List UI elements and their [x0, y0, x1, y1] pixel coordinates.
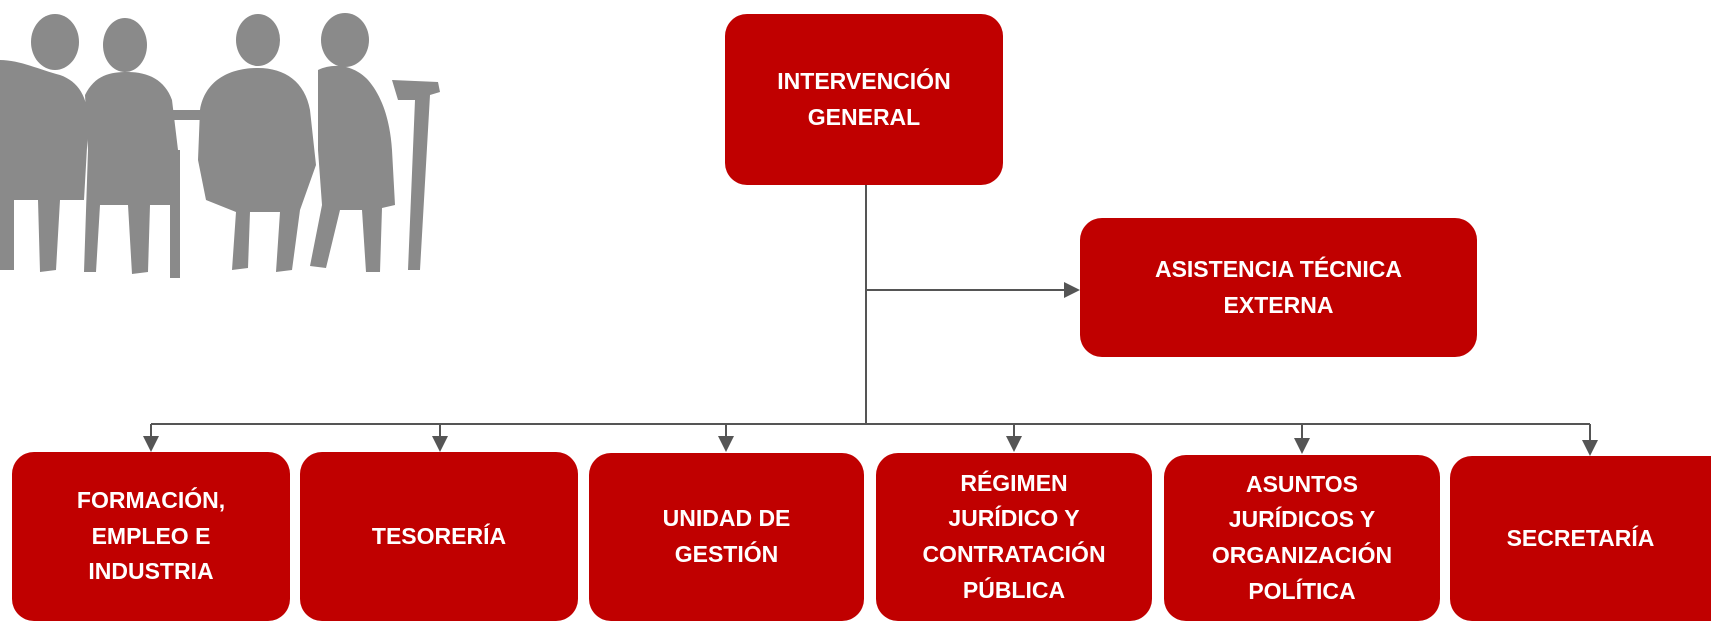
- node-tesoreria: TESORERÍA: [300, 452, 578, 621]
- node-regimen-juridico-contratacion: RÉGIMEN JURÍDICO Y CONTRATACIÓN PÚBLICA: [876, 453, 1152, 621]
- node-label: FORMACIÓN, EMPLEO E INDUSTRIA: [76, 487, 226, 585]
- node-label: ASISTENCIA TÉCNICA EXTERNA: [1154, 255, 1403, 318]
- node-secretaria: SECRETARÍA: [1450, 456, 1711, 621]
- node-label: UNIDAD DE GESTIÓN: [662, 505, 791, 567]
- node-asistencia-tecnica-externa: ASISTENCIA TÉCNICA EXTERNA: [1080, 218, 1477, 357]
- node-asuntos-juridicos-organizacion: ASUNTOS JURÍDICOS Y ORGANIZACIÓN POLÍTIC…: [1164, 455, 1440, 621]
- node-label: ASUNTOS JURÍDICOS Y ORGANIZACIÓN POLÍTIC…: [1211, 470, 1393, 604]
- node-label: RÉGIMEN JURÍDICO Y CONTRATACIÓN PÚBLICA: [922, 469, 1106, 603]
- meeting-silhouette-icon: [0, 13, 440, 278]
- node-label: INTERVENCIÓN GENERAL: [777, 67, 951, 130]
- node-formacion-empleo-industria: FORMACIÓN, EMPLEO E INDUSTRIA: [12, 452, 290, 621]
- node-label: TESORERÍA: [371, 522, 507, 549]
- node-intervencion-general: INTERVENCIÓN GENERAL: [725, 14, 1003, 185]
- node-label: SECRETARÍA: [1506, 524, 1655, 551]
- node-unidad-de-gestion: UNIDAD DE GESTIÓN: [589, 453, 864, 621]
